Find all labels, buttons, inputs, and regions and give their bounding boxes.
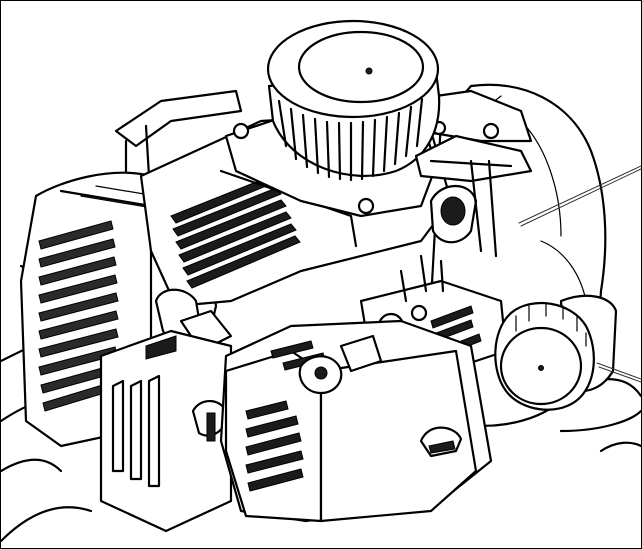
recoil-starter (266, 19, 441, 182)
pull-handle (414, 134, 533, 258)
callout-line (598, 366, 641, 383)
bolt-head (357, 197, 375, 215)
callout-line (596, 362, 641, 380)
bolt-head (482, 122, 500, 140)
air-filter-housing (219, 319, 493, 523)
bolt-head (232, 122, 250, 140)
callout-lines (518, 165, 641, 383)
starter-ribs (277, 97, 424, 182)
shroud-vents (170, 175, 301, 289)
fuel-cap (494, 294, 618, 411)
lower-housing (99, 329, 233, 533)
cooling-fins (38, 220, 119, 412)
filter-slots (245, 400, 304, 492)
callout-line (518, 165, 641, 224)
callout-line (520, 168, 641, 227)
